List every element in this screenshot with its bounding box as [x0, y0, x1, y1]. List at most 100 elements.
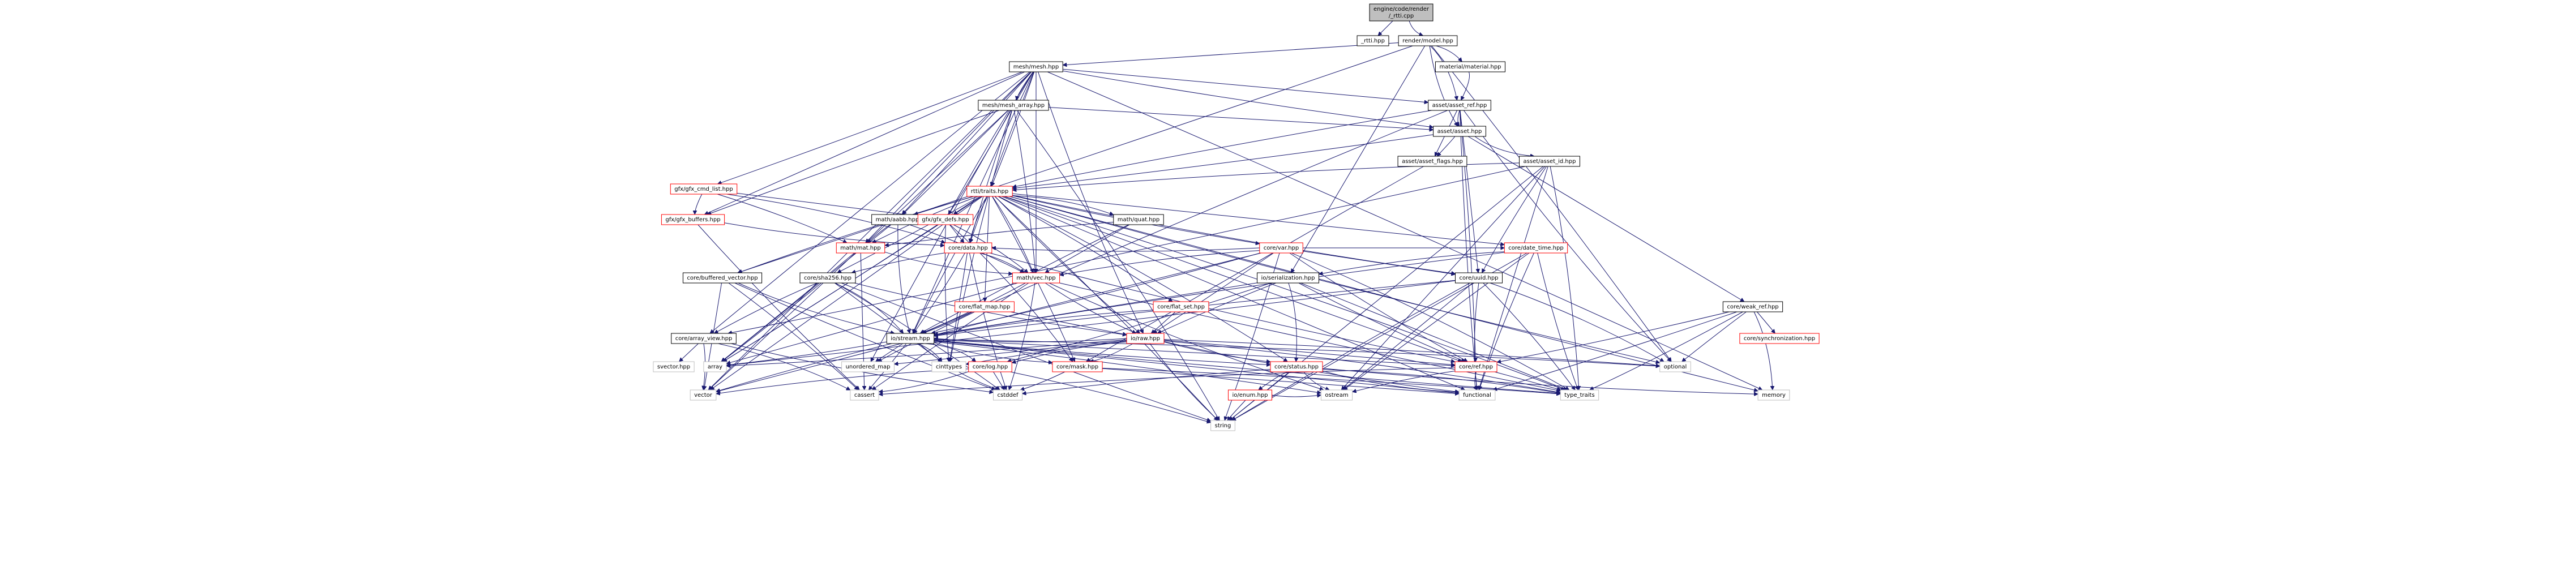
node-gfxDefs[interactable]: gfx/gfx_defs.hpp	[917, 214, 974, 225]
node-label: ostream	[1325, 392, 1348, 398]
edge-coreStatus-to-ostream	[1303, 371, 1329, 390]
node-model[interactable]: render/model.hpp	[1398, 35, 1458, 46]
edge-coreUuid-to-typeTraits	[1483, 282, 1576, 390]
node-label: io/stream.hpp	[891, 336, 930, 342]
node-ioEnum[interactable]: io/enum.hpp	[1227, 389, 1273, 401]
edge-meshArray-to-coreData	[970, 110, 1012, 243]
node-asset[interactable]: asset/asset.hpp	[1433, 126, 1486, 137]
edge-assetId-to-string	[1229, 166, 1544, 421]
node-rttiTraits[interactable]: rtti/traits.hpp	[966, 186, 1013, 197]
node-meshArray[interactable]: mesh/mesh_array.hpp	[978, 100, 1049, 111]
node-box	[1504, 242, 1568, 254]
edge-coreData-to-cstddef	[969, 252, 1006, 390]
node-ioStream[interactable]: io/stream.hpp	[886, 333, 935, 344]
node-box	[955, 301, 1015, 312]
edge-rttiTraits-to-ioRaw	[995, 196, 1140, 333]
edge-asset-to-weakRef	[1467, 136, 1744, 302]
node-mesh[interactable]: mesh/mesh.hpp	[1009, 61, 1063, 72]
edge-coreData-to-coreRef	[990, 252, 1455, 362]
node-box	[850, 389, 879, 401]
edge-rttiTraits-to-optional	[1009, 196, 1660, 363]
dependency-edges	[679, 20, 1775, 423]
node-label: mesh/mesh.hpp	[1013, 64, 1059, 70]
edge-coreLog-to-string	[1010, 371, 1211, 423]
node-coreVar[interactable]: core/var.hpp	[1259, 242, 1303, 254]
node-material[interactable]: material/material.hpp	[1435, 61, 1506, 72]
node-sync[interactable]: core/synchronization.hpp	[1739, 333, 1820, 344]
node-rtti[interactable]: _rtti.hpp	[1357, 35, 1389, 46]
node-box	[1227, 389, 1273, 401]
edge-dateTime-to-ostream	[1343, 252, 1530, 390]
node-box	[1757, 389, 1790, 401]
edge-ioStream-to-coreLog	[925, 343, 975, 362]
node-dateTime[interactable]: core/date_time.hpp	[1504, 242, 1568, 254]
node-coreUuid[interactable]: core/uuid.hpp	[1454, 272, 1503, 284]
node-coreLog[interactable]: core/log.hpp	[968, 361, 1012, 372]
edge-ioRaw-to-string	[1149, 343, 1218, 421]
edge-bufferedVector-to-cassert	[728, 282, 858, 390]
edge-rttiTraits-to-cinttypes	[950, 196, 989, 362]
edge-coreData-to-ioStream	[914, 252, 965, 333]
edge-coreMask-to-cstddef	[1020, 371, 1066, 390]
node-vector: vector	[690, 389, 717, 401]
node-box	[1454, 272, 1503, 284]
node-label: core/data.hpp	[948, 245, 988, 251]
node-gfxBuffers[interactable]: gfx/gfx_buffers.hpp	[661, 214, 725, 225]
node-bufferedVector[interactable]: core/buffered_vector.hpp	[682, 272, 763, 284]
node-mathQuat[interactable]: math/quat.hpp	[1113, 214, 1164, 225]
edge-ioRaw-to-cinttypes	[966, 341, 1127, 364]
edge-ioEnum-to-string	[1227, 400, 1246, 421]
node-label: cassert	[854, 392, 875, 398]
node-assetId[interactable]: asset/asset_id.hpp	[1519, 156, 1580, 167]
node-flatSet[interactable]: core/flat_set.hpp	[1153, 301, 1209, 312]
node-label: type_traits	[1564, 392, 1594, 398]
edge-meshArray-to-rttiTraits	[991, 110, 1012, 186]
node-coreStatus[interactable]: core/status.hpp	[1270, 361, 1323, 372]
node-mathMat[interactable]: math/mat.hpp	[836, 242, 885, 254]
node-sha256[interactable]: core/sha256.hpp	[799, 272, 856, 284]
edge-assetRef-to-rttiTraits	[1012, 110, 1432, 187]
edge-mathVec-to-cstddef	[1009, 282, 1035, 390]
node-gfxCmdList[interactable]: gfx/gfx_cmd_list.hpp	[670, 183, 738, 195]
edge-mesh-to-gfxCmdList	[717, 71, 1022, 184]
node-box	[1357, 35, 1389, 46]
edge-serialization-to-coreStatus	[1288, 282, 1296, 362]
edge-assetRef-to-coreRef	[1460, 110, 1476, 362]
node-box	[1428, 100, 1491, 111]
node-mathAabb[interactable]: math/aabb.hpp	[871, 214, 923, 225]
node-coreRef[interactable]: core/ref.hpp	[1454, 361, 1497, 372]
node-weakRef[interactable]: core/weak_ref.hpp	[1722, 301, 1783, 312]
node-box	[836, 242, 885, 254]
node-label: asset/asset_ref.hpp	[1432, 102, 1487, 109]
edge-assetRef-to-optional	[1464, 110, 1671, 362]
edge-asset-to-assetId	[1474, 136, 1534, 156]
node-arrayView[interactable]: core/array_view.hpp	[671, 333, 737, 344]
node-mathVec[interactable]: math/vec.hpp	[1012, 272, 1060, 284]
node-memory: memory	[1757, 389, 1790, 401]
edge-rttiTraits-to-sha256	[837, 196, 981, 273]
edge-model-to-material	[1436, 45, 1462, 62]
edge-weakRef-to-typeTraits	[1590, 311, 1743, 390]
edge-ioRaw-to-unorderedMap	[894, 340, 1127, 364]
edge-ioStream-to-typeTraits	[934, 340, 1561, 394]
node-coreMask[interactable]: core/mask.hpp	[1052, 361, 1103, 372]
node-assetRef[interactable]: asset/asset_ref.hpp	[1428, 100, 1491, 111]
node-label: io/serialization.hpp	[1261, 275, 1315, 281]
edge-gfxDefs-to-array	[723, 224, 938, 362]
node-label: asset/asset_flags.hpp	[1402, 158, 1463, 165]
node-string: string	[1210, 420, 1235, 431]
node-label: core/mask.hpp	[1056, 364, 1098, 370]
node-coreData[interactable]: core/data.hpp	[944, 242, 992, 254]
node-box	[703, 361, 727, 372]
edge-serialization-to-ioRaw	[1157, 282, 1276, 333]
edge-serialization-to-typeTraits	[1300, 282, 1567, 390]
edge-meshArray-to-mathAabb	[902, 110, 1009, 215]
node-assetFlags[interactable]: asset/asset_flags.hpp	[1397, 156, 1467, 167]
node-serialization[interactable]: io/serialization.hpp	[1257, 272, 1319, 284]
edge-assetRef-to-asset	[1458, 110, 1460, 126]
node-flatMap[interactable]: core/flat_map.hpp	[955, 301, 1015, 312]
edge-model-to-mesh	[1063, 42, 1399, 65]
node-ioRaw[interactable]: io/raw.hpp	[1126, 333, 1165, 344]
edge-mathMat-to-mathVec	[884, 251, 1013, 274]
